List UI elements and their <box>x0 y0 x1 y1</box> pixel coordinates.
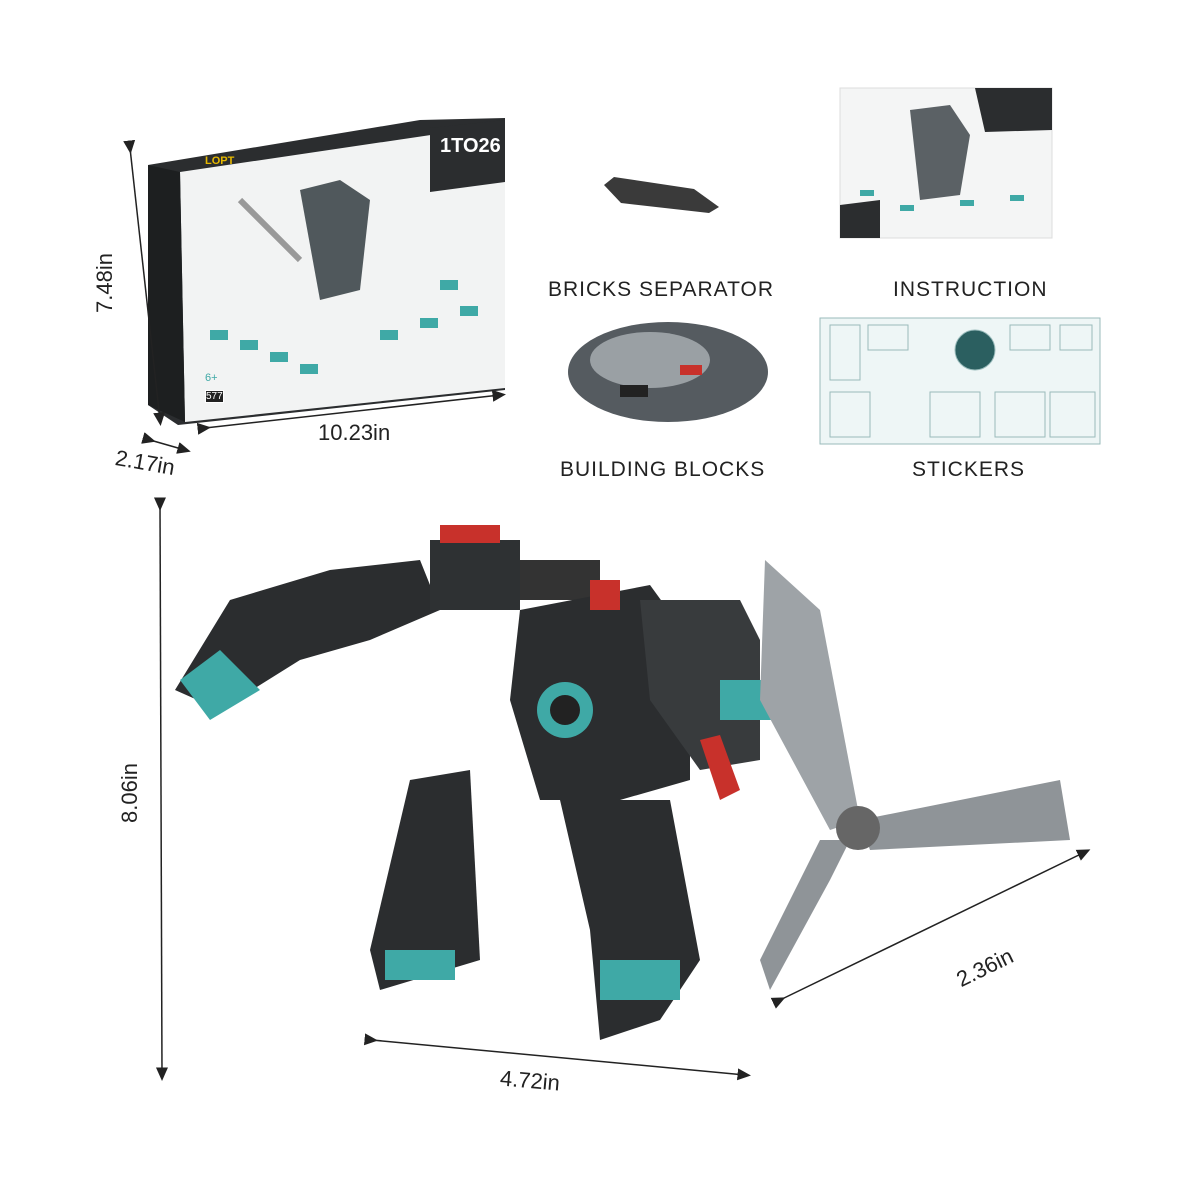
dim-robot-width: 4.72in <box>499 1065 561 1096</box>
dim-robot-height: 8.06in <box>116 763 142 823</box>
building-blocks-pile <box>568 322 768 422</box>
age-badge: 6+ <box>205 372 218 384</box>
label-instruction: INSTRUCTION <box>893 278 1048 301</box>
product-box <box>148 118 505 425</box>
sticker-sheet <box>819 317 1101 445</box>
instruction-booklet <box>839 87 1053 239</box>
label-bricks-separator: BRICKS SEPARATOR <box>548 278 775 301</box>
robot-model <box>175 525 1070 1040</box>
label-building-blocks: BUILDING BLOCKS <box>560 458 766 481</box>
dim-box-height: 7.48in <box>91 253 117 313</box>
label-stickers: STICKERS <box>912 458 1026 481</box>
bricks-separator <box>604 177 719 213</box>
piece-count: 577 <box>205 390 224 403</box>
dimension-lines <box>123 139 1091 1081</box>
brand-logo: LOPT <box>205 155 235 167</box>
dim-box-width: 10.23in <box>318 420 391 445</box>
series-logo: 1TO26 <box>440 135 501 157</box>
